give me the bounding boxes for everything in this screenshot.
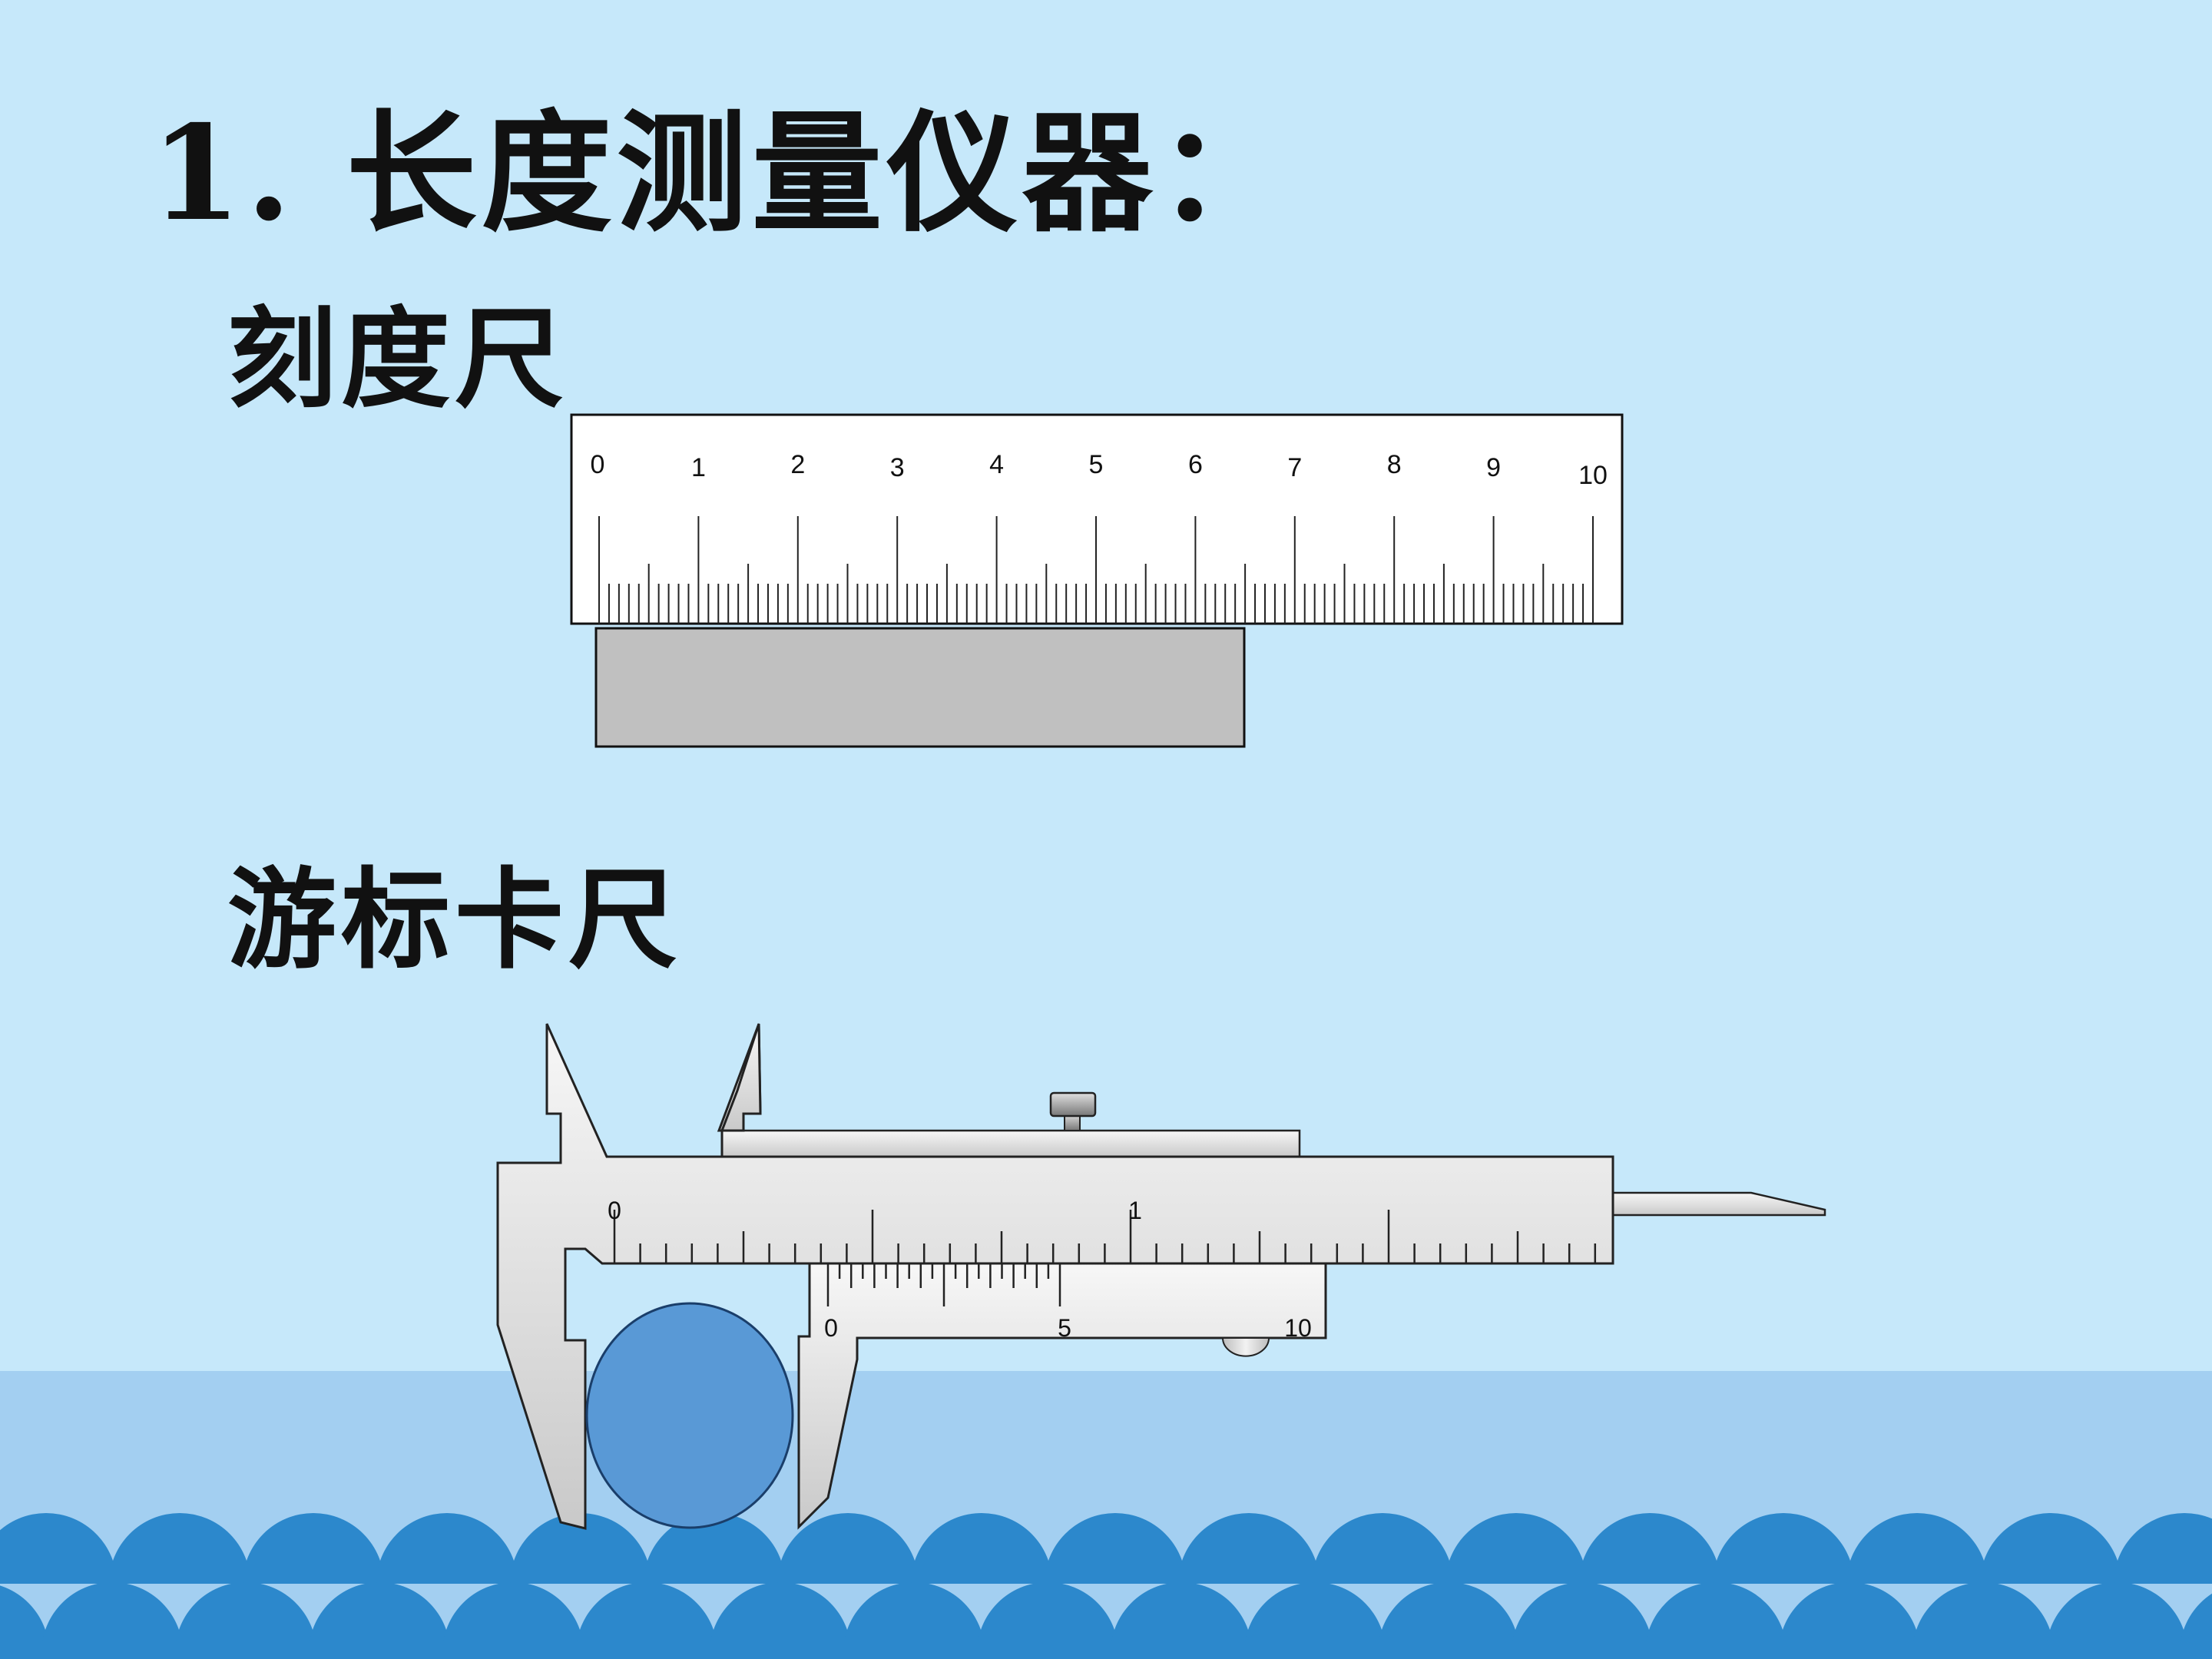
ruler-tick-label: 10	[1578, 461, 1608, 490]
wave-arc	[1579, 1513, 1720, 1584]
wave-arc	[1378, 1582, 1519, 1659]
wave-arc	[1713, 1513, 1854, 1584]
wave-arc	[510, 1513, 651, 1584]
wave-arc	[1178, 1513, 1320, 1584]
ruler-tick-label: 2	[790, 450, 805, 479]
wave-arc	[576, 1582, 717, 1659]
wave-arc	[1980, 1513, 2121, 1584]
ruler-tick-label: 4	[989, 450, 1004, 479]
vernier-label: 5	[1058, 1314, 1071, 1342]
wave-arc	[911, 1513, 1052, 1584]
movable-upper-jaw-blade	[720, 1023, 762, 1132]
vernier-label: 10	[1284, 1314, 1312, 1342]
slider-top-bar	[720, 1129, 1301, 1158]
ruler-ticks	[598, 516, 1594, 624]
measured-ball	[585, 1302, 794, 1529]
wave-arc	[1111, 1582, 1252, 1659]
wave-arc	[644, 1513, 785, 1584]
lock-screw-head	[1049, 1091, 1097, 1118]
wave-arc	[175, 1582, 316, 1659]
wave-arc	[843, 1582, 985, 1659]
wave-arc	[442, 1582, 584, 1659]
wave-arc	[2046, 1582, 2187, 1659]
vernier-scale: 0 5 10	[824, 1263, 1312, 1342]
measured-block	[594, 627, 1246, 748]
wave-arc	[0, 1585, 49, 1659]
vernier-label: 0	[824, 1314, 838, 1342]
wave-arc	[0, 1513, 117, 1584]
ruler-tick-label: 9	[1486, 453, 1501, 482]
wave-arc	[2180, 1593, 2212, 1659]
wave-arc	[710, 1582, 851, 1659]
wave-arc	[309, 1582, 450, 1659]
slide-title: 1. 长度测量仪器：	[151, 97, 1293, 250]
vernier-slider	[797, 1262, 1327, 1530]
wave-arc	[777, 1513, 919, 1584]
ruler-tick-label: 5	[1089, 450, 1104, 479]
depth-rod	[1610, 1191, 1826, 1217]
wave-arc	[1846, 1513, 1988, 1584]
wave-arc	[1912, 1582, 2054, 1659]
wave-arc	[1779, 1582, 1920, 1659]
wave-arc	[1045, 1513, 1186, 1584]
ruler-labels: 0 1 2 3 4 5 6 7 8 9 10	[591, 450, 1608, 490]
main-scale-label: 1	[1128, 1197, 1142, 1224]
ruler-tick-label: 0	[591, 450, 605, 479]
wave-arc	[1244, 1582, 1386, 1659]
wave-arc	[1645, 1582, 1786, 1659]
wave-arc	[1312, 1513, 1453, 1584]
wave-arc	[376, 1513, 518, 1584]
ruler-heading: 刻度尺	[227, 296, 568, 423]
wave-arc	[243, 1513, 384, 1584]
ruler-tick-label: 7	[1287, 453, 1302, 482]
ruler-tick-label: 3	[890, 453, 905, 482]
wave-arc	[2114, 1513, 2212, 1584]
wave-arc	[41, 1582, 183, 1659]
wave-arc	[977, 1582, 1118, 1659]
wave-gap	[0, 1584, 2212, 1590]
wave-arc	[109, 1513, 250, 1584]
ruler-tick-label: 1	[691, 453, 706, 482]
wave-arc	[1512, 1582, 1653, 1659]
caliper-heading: 游标卡尺	[227, 856, 682, 984]
wave-arc	[1445, 1513, 1587, 1584]
main-scale-label: 0	[608, 1197, 621, 1224]
fixed-jaw	[496, 1023, 1614, 1530]
ruler-tick-label: 8	[1387, 450, 1402, 479]
thumb-wheel	[1221, 1337, 1270, 1357]
ruler-tick-label: 6	[1188, 450, 1203, 479]
